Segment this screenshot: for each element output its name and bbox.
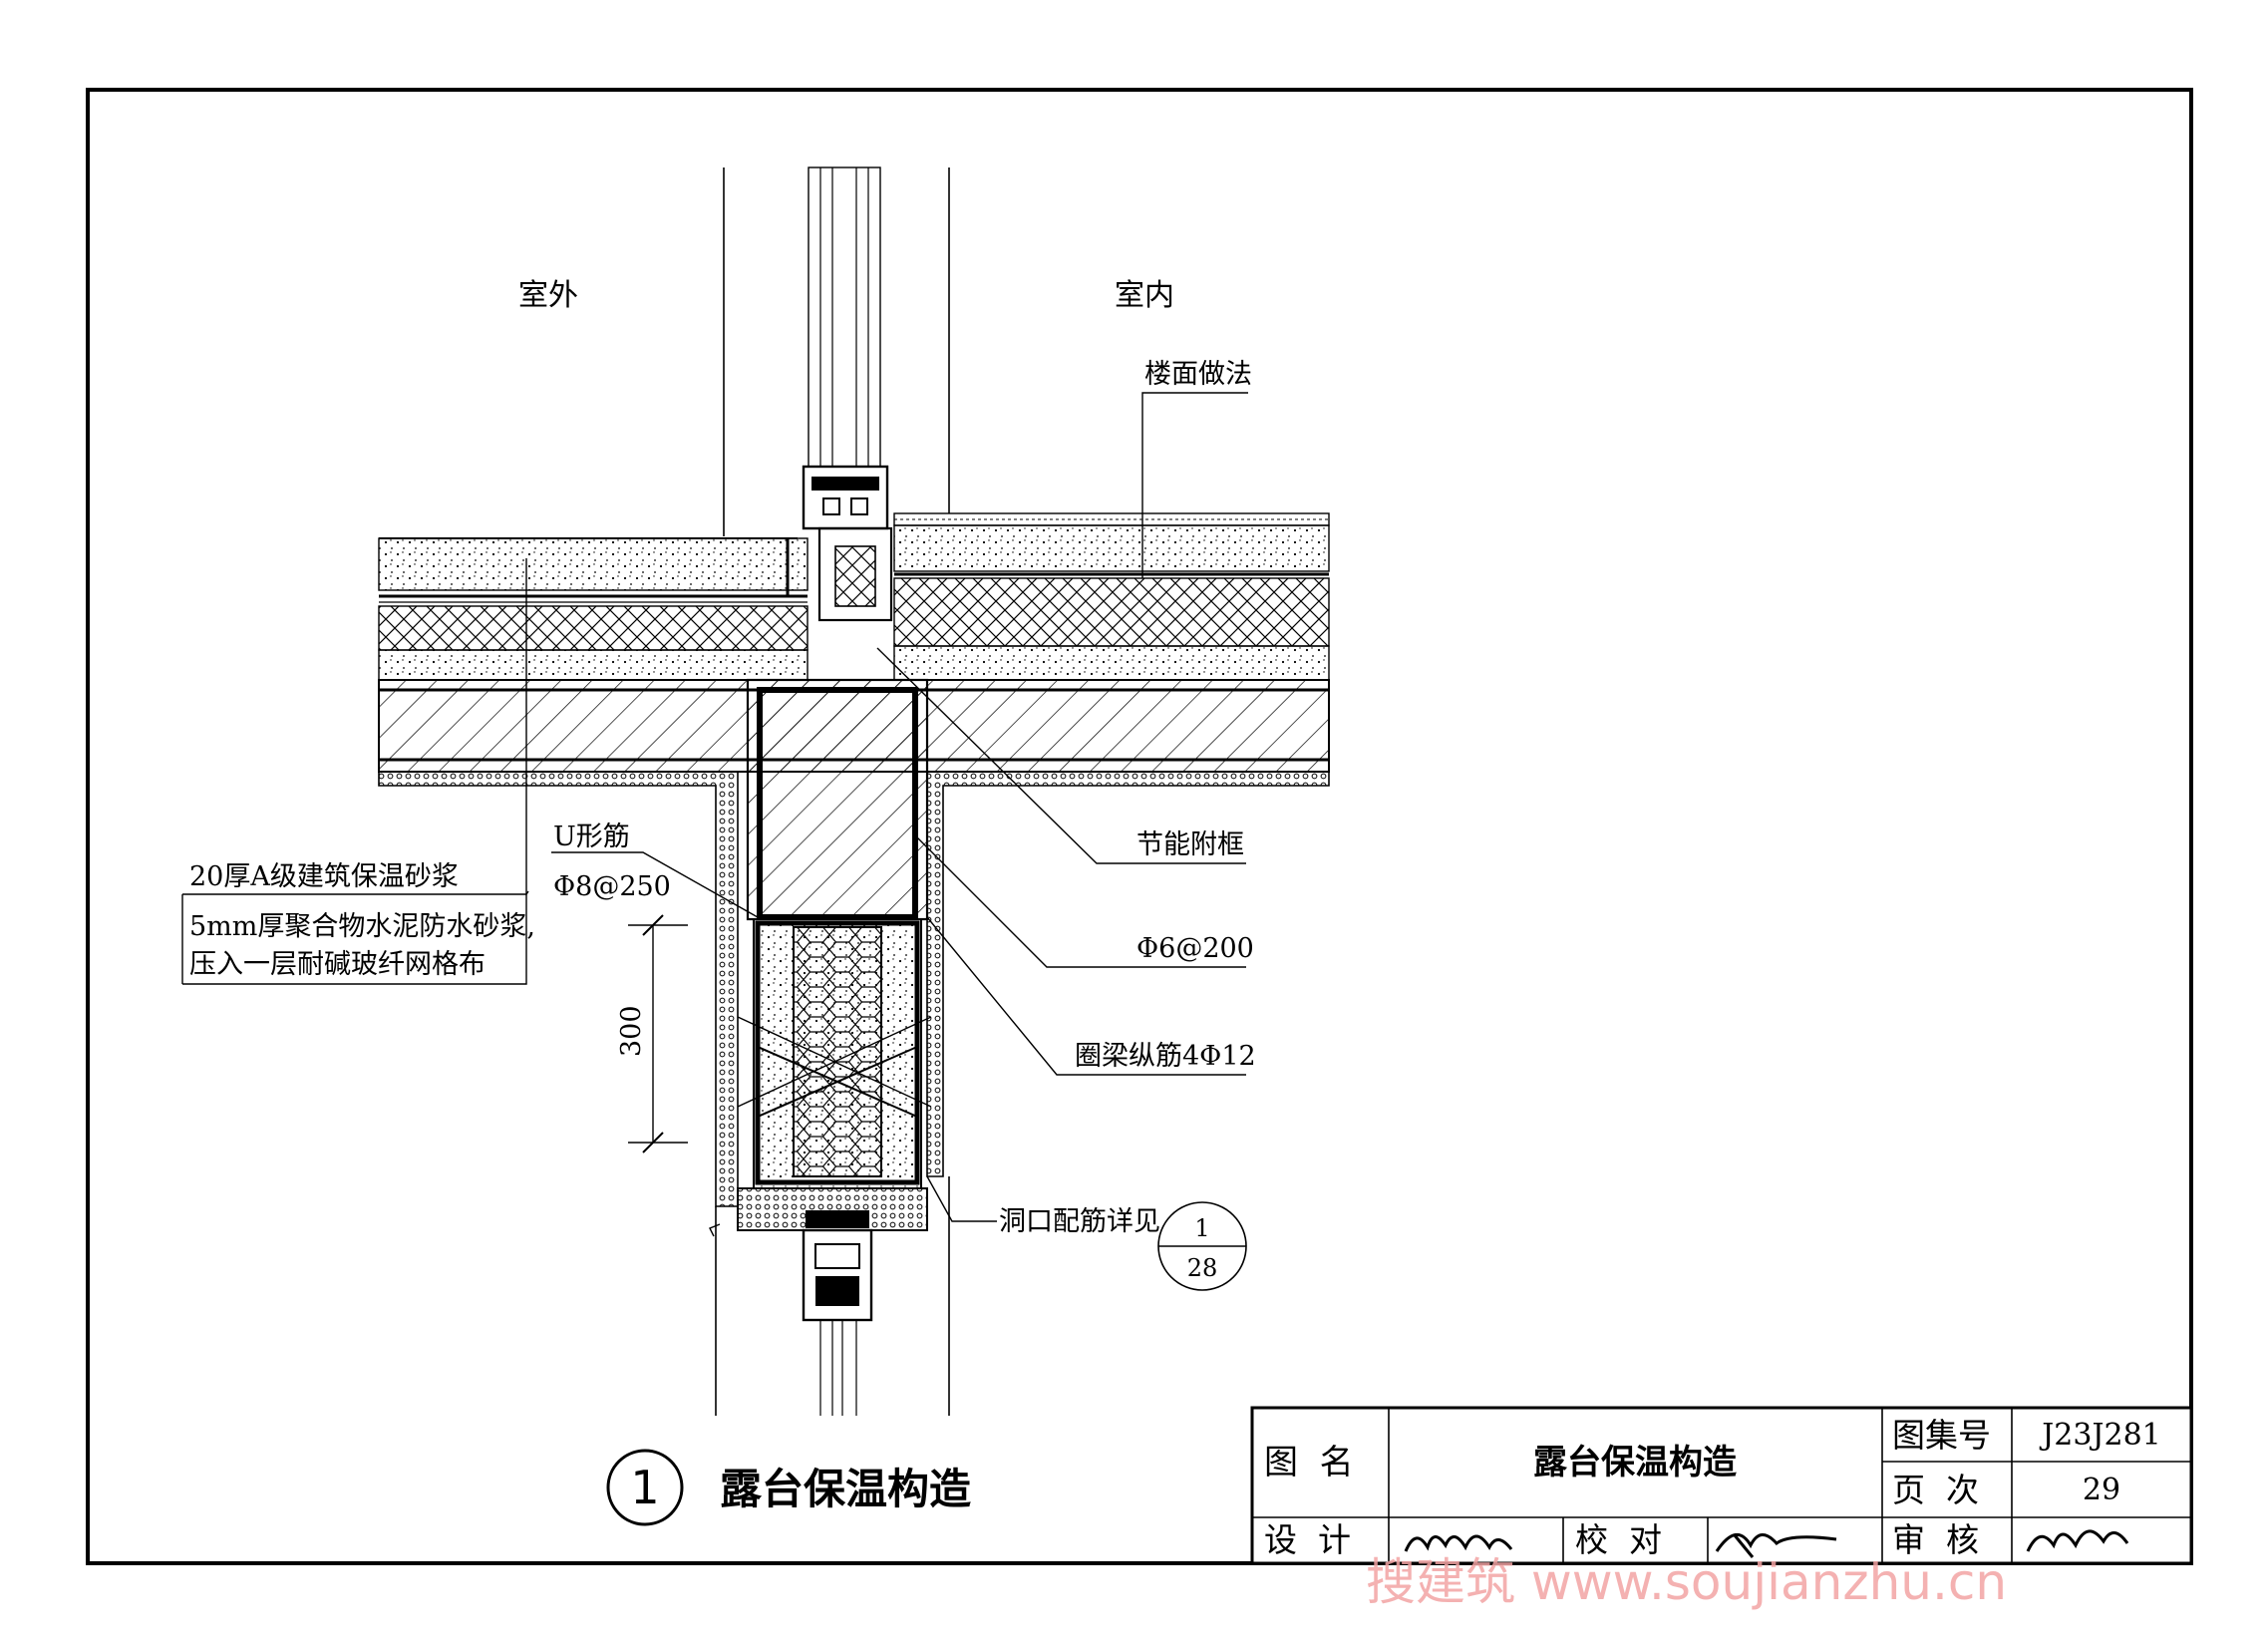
dimension-300 — [628, 914, 688, 1154]
caption-index: 1 — [630, 1461, 659, 1514]
signature-checker — [1715, 1533, 1837, 1558]
label-floor-finish: 楼面做法 — [1144, 359, 1252, 390]
detail-ref-number: 1 — [1194, 1214, 1209, 1242]
watermark: 搜建筑 www.soujianzhu.cn — [1366, 1553, 2007, 1611]
label-dimension-300: 300 — [616, 1005, 647, 1057]
drawing-caption: 1 露台保温构造 — [606, 1449, 971, 1526]
infill-wall — [737, 918, 932, 1189]
tb-page-label: 页 次 — [1892, 1471, 1979, 1509]
label-outside: 室外 — [518, 278, 578, 313]
tb-name-value: 露台保温构造 — [1533, 1443, 1737, 1483]
detail-reference-bubble: 1 28 — [1157, 1201, 1247, 1291]
tb-page-value: 29 — [2083, 1473, 2120, 1507]
label-energy-subframe: 节能附框 — [1136, 829, 1244, 860]
label-opening-rebar: 洞口配筋详见 — [999, 1206, 1160, 1237]
label-waterproof-mortar-1: 5mm厚聚合物水泥防水砂浆, — [189, 911, 535, 942]
label-u-bar-title: U形筋 — [553, 822, 630, 852]
label-ring-beam-bars: 圈梁纵筋4Φ12 — [1075, 1041, 1256, 1072]
title-block: 图 名 露台保温构造 图集号 J23J281 页 次 29 设 计 校 对 审 … — [1250, 1406, 2193, 1565]
signature-reviewer — [2026, 1529, 2129, 1552]
lower-window-frame — [737, 1187, 928, 1416]
upper-window-frame — [802, 166, 893, 622]
ring-beam — [746, 678, 929, 921]
tb-atlas-value: J23J281 — [2039, 1418, 2161, 1453]
caption-title: 露台保温构造 — [720, 1465, 971, 1513]
label-stirrup: Φ6@200 — [1136, 933, 1254, 964]
tb-check-label: 校 对 — [1575, 1520, 1662, 1559]
tb-review-label: 审 核 — [1892, 1520, 1979, 1559]
tb-design-label: 设 计 — [1264, 1520, 1351, 1559]
sheet-border — [86, 88, 2193, 1565]
interior-floor-layers — [893, 512, 1330, 681]
label-waterproof-mortar-2: 压入一层耐碱玻纤网格布 — [189, 949, 486, 980]
section-geometry — [378, 166, 1330, 1416]
label-insulation-mortar: 20厚A级建筑保温砂浆 — [189, 861, 459, 892]
exterior-terrace-layers — [378, 537, 809, 681]
tb-atlas-label: 图集号 — [1892, 1416, 1991, 1455]
label-inside: 室内 — [1115, 278, 1174, 313]
detail-ref-page: 28 — [1187, 1254, 1218, 1282]
tb-name-label: 图 名 — [1264, 1443, 1354, 1483]
label-u-bar-spec: Φ8@250 — [553, 871, 671, 902]
signature-designer — [1404, 1534, 1513, 1552]
leader-lines — [181, 392, 1248, 1222]
